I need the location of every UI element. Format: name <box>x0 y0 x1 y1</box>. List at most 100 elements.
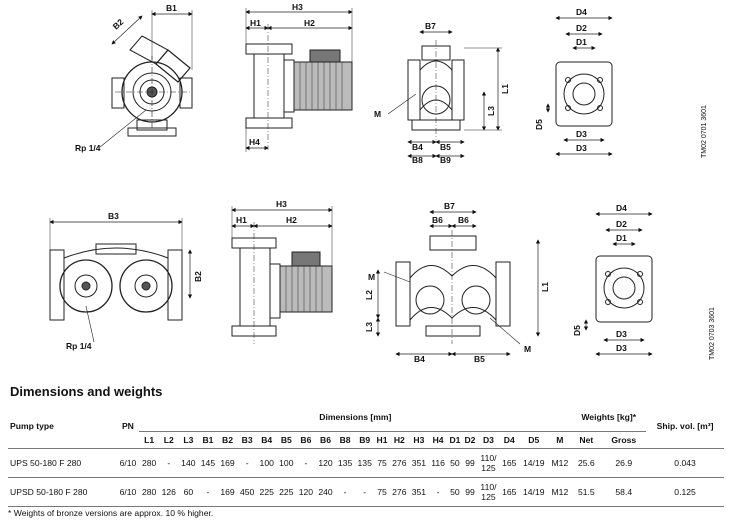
label-d2: D2 <box>576 23 587 33</box>
table-cell: 26.9 <box>601 448 647 478</box>
table-cell: 116 <box>428 448 448 478</box>
label-b3: B3 <box>108 211 119 221</box>
label-m-bottom: M <box>524 344 531 354</box>
drawing-code-bottom: TM02 0703 3601 <box>709 307 716 360</box>
table-cell: 145 <box>198 448 218 478</box>
table-cell: 58.4 <box>601 477 647 507</box>
column-header: L1 <box>144 435 155 445</box>
table-cell: 276 <box>389 477 410 507</box>
twin-pump-front-view <box>375 209 541 357</box>
label-b7: B7 <box>425 21 436 31</box>
table-cell: 99 <box>462 477 478 507</box>
label-b4: B4 <box>412 142 423 152</box>
table-cell: 225 <box>256 477 277 507</box>
label-h2: H2 <box>304 18 315 28</box>
column-header: B3 <box>241 435 253 445</box>
label-d4: D4 <box>576 7 587 17</box>
column-header: L3 <box>183 435 194 445</box>
label-b2: B2 <box>111 17 126 32</box>
column-header: H4 <box>432 435 444 445</box>
column-header: B1 <box>202 435 214 445</box>
ship-vol-header: Ship. vol. [m³] <box>656 420 714 431</box>
column-header: B6 <box>320 435 331 445</box>
table-cell: 351 <box>409 448 429 478</box>
column-header: D3 <box>482 435 494 445</box>
table-cell: M12 <box>548 477 572 507</box>
column-header: L2 <box>163 435 174 445</box>
label-d2-bottom: D2 <box>616 219 627 229</box>
table-cell: 120 <box>315 448 336 478</box>
table-cell: 110/ 125 <box>477 448 500 478</box>
footnote: * Weights of bronze versions are approx.… <box>8 508 214 518</box>
label-d3b: D3 <box>576 143 587 153</box>
label-b7-bottom: B7 <box>444 201 455 211</box>
label-b8: B8 <box>412 155 423 165</box>
label-l1-bottom: L1 <box>540 282 550 292</box>
twin-pump-flange-view <box>583 211 653 357</box>
label-rp: Rp 1/4 <box>75 143 101 153</box>
column-header: B5 <box>280 435 292 445</box>
single-pump-flange-view <box>545 15 613 157</box>
label-b4-bottom: B4 <box>414 354 425 364</box>
table-cell: - <box>335 477 355 507</box>
dimensions-header: Dimensions [mm] <box>139 403 572 432</box>
label-d1-bottom: D1 <box>616 233 627 243</box>
table-cell: 140 <box>178 448 199 478</box>
column-header: H3 <box>413 435 425 445</box>
label-b6a: B6 <box>432 215 443 225</box>
label-d5: D5 <box>534 119 544 130</box>
table-cell: 165 <box>499 448 520 478</box>
label-l1: L1 <box>500 84 510 94</box>
label-h1-bottom: H1 <box>236 215 247 225</box>
table-cell: UPS 50-180 F 280 <box>8 448 117 478</box>
table-cell: - <box>237 448 257 478</box>
table-cell: 169 <box>217 477 238 507</box>
table-cell: 14/19 <box>519 448 549 478</box>
twin-pump-side-view <box>231 206 333 344</box>
column-header: B4 <box>261 435 273 445</box>
label-b9: B9 <box>440 155 451 165</box>
label-b5-bottom: B5 <box>474 354 485 364</box>
weights-header: Weights [kg]* <box>571 403 647 432</box>
label-m: M <box>374 109 381 119</box>
label-d3a-bottom: D3 <box>616 329 627 339</box>
technical-drawings: B1 B2 Rp 1/4 H3 H1 H2 H4 <box>49 2 716 364</box>
column-header: Net <box>579 435 594 445</box>
table-cell: 14/19 <box>519 477 549 507</box>
pn-header: PN <box>121 420 134 431</box>
label-b5: B5 <box>440 142 451 152</box>
table-cell: 110/ 125 <box>477 477 500 507</box>
table-cell: 100 <box>276 448 297 478</box>
column-header: D5 <box>528 435 540 445</box>
single-pump-top-view <box>99 10 193 148</box>
table-cell: 276 <box>389 448 410 478</box>
table-cell: 60 <box>178 477 199 507</box>
table-cell: 126 <box>158 477 179 507</box>
column-header: D2 <box>464 435 476 445</box>
table-cell: 240 <box>315 477 336 507</box>
table-cell: 351 <box>409 477 429 507</box>
table-cell: 225 <box>276 477 297 507</box>
section-title: Dimensions and weights <box>10 384 163 399</box>
dimensions-table: Pump type PN Dimensions [mm] Weights [kg… <box>8 403 724 507</box>
twin-pump-top-view <box>49 218 193 343</box>
table-cell: 280 <box>139 448 159 478</box>
label-b6b: B6 <box>458 215 469 225</box>
column-header: B8 <box>339 435 351 445</box>
column-header: H2 <box>393 435 405 445</box>
label-m-top: M <box>368 272 375 282</box>
single-pump-front-view <box>387 29 502 159</box>
label-d1: D1 <box>576 37 587 47</box>
label-h4: H4 <box>249 137 260 147</box>
table-cell: 50 <box>447 448 463 478</box>
column-header: B9 <box>359 435 371 445</box>
table-cell: 75 <box>374 448 390 478</box>
table-cell: - <box>198 477 218 507</box>
label-h1: H1 <box>250 18 261 28</box>
table-cell: - <box>428 477 448 507</box>
table-cell: 165 <box>499 477 520 507</box>
label-l3-bottom: L3 <box>364 322 374 332</box>
label-h3-bottom: H3 <box>276 199 287 209</box>
